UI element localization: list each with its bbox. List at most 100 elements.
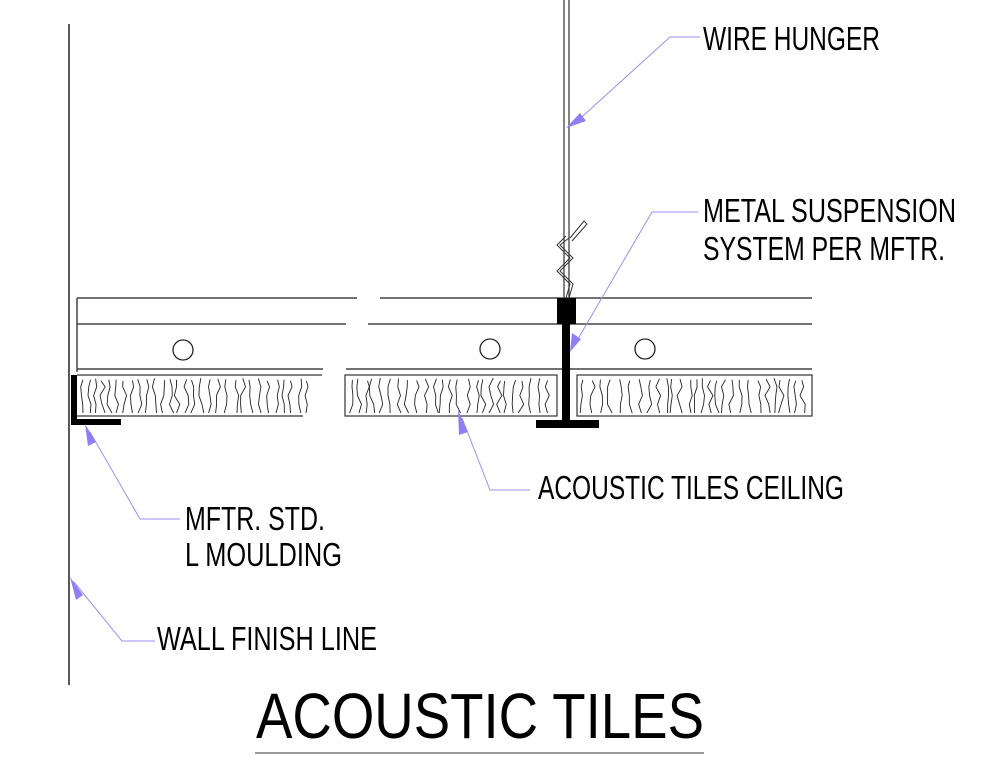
acoustic-tile xyxy=(344,374,558,417)
tile-fiber xyxy=(87,379,92,414)
l-moulding xyxy=(71,375,121,425)
label-wire-hanger: WIRE HUNGER xyxy=(703,20,880,57)
leader-tiles-ceiling xyxy=(458,410,530,491)
tile-fiber xyxy=(414,380,420,414)
tile-fiber xyxy=(240,378,246,414)
tile-fiber xyxy=(173,379,181,414)
leader-suspension xyxy=(570,211,698,352)
tile-fiber xyxy=(93,378,98,414)
acoustic-tile xyxy=(576,374,813,417)
tile-fiber xyxy=(778,379,785,414)
tile-fiber xyxy=(773,378,778,414)
tile-fiber xyxy=(122,380,128,414)
label-moulding-line1: MFTR. STD. xyxy=(185,500,325,537)
tile-fiber xyxy=(599,379,603,414)
tile-fiber xyxy=(747,379,752,414)
tile-fiber xyxy=(160,380,165,414)
tile-fiber xyxy=(706,380,714,414)
tile-fiber xyxy=(676,378,683,414)
tile-fiber xyxy=(137,379,143,414)
tile-fiber xyxy=(365,380,370,414)
tile-fiber xyxy=(757,380,762,414)
tile-fiber xyxy=(130,380,135,414)
tile-fiber xyxy=(223,379,228,414)
tile-fiber xyxy=(298,378,303,414)
tile-fiber xyxy=(169,379,175,414)
tile-fiber xyxy=(476,380,480,414)
tile-fiber xyxy=(304,380,309,414)
acoustic-tile xyxy=(77,374,322,417)
tile-fiber xyxy=(669,379,673,414)
suspension-channel xyxy=(76,297,812,372)
tile-fiber xyxy=(721,379,726,414)
tile-fiber xyxy=(666,378,669,414)
tile-fiber xyxy=(234,380,240,414)
tile-fiber xyxy=(688,379,693,414)
tile-fiber xyxy=(287,380,293,414)
tile-fiber xyxy=(114,379,119,414)
hanger-hole xyxy=(479,338,501,360)
label-moulding-line2: L MOULDING xyxy=(185,536,342,573)
tile-fiber xyxy=(496,380,503,414)
tile-fiber xyxy=(738,379,743,414)
tile-fiber xyxy=(378,377,384,414)
tile-fiber xyxy=(198,378,205,414)
leader-wire-hanger xyxy=(566,36,700,128)
tile-fiber xyxy=(356,378,362,414)
tile-fiber xyxy=(607,379,613,414)
tile-fiber xyxy=(764,378,771,414)
label-suspension-line1: METAL SUSPENSION xyxy=(703,192,956,229)
drawing-title: ACOUSTIC TILES xyxy=(256,680,704,752)
tile-fiber xyxy=(257,378,262,414)
tile-fiber xyxy=(447,379,453,414)
tile-fiber xyxy=(438,379,444,414)
tile-fiber xyxy=(480,379,487,414)
tile-fiber xyxy=(281,379,285,414)
tile-fiber xyxy=(368,378,376,414)
leader-wall-finish xyxy=(70,577,155,642)
tile-fiber xyxy=(589,380,596,414)
tile-fiber xyxy=(793,380,797,414)
tile-fiber xyxy=(728,379,734,414)
tile-fiber xyxy=(528,377,532,414)
tile-fiber xyxy=(275,379,280,414)
tile-fiber xyxy=(517,380,525,414)
tile-fiber xyxy=(99,380,106,414)
tile-fiber xyxy=(693,379,698,414)
tile-fiber xyxy=(349,379,354,414)
hanger-hole xyxy=(172,339,194,361)
tile-fiber xyxy=(503,380,507,414)
label-suspension-line2: SYSTEM PER MFTR. xyxy=(703,230,945,267)
tile-fiber xyxy=(266,380,271,414)
tile-fiber xyxy=(151,378,157,414)
tile-fiber xyxy=(387,378,391,414)
hanger-hole xyxy=(634,338,656,360)
tile-fiber xyxy=(144,379,150,414)
tile-fiber xyxy=(424,378,430,414)
tile-fiber xyxy=(215,378,221,414)
tile-fiber xyxy=(619,379,623,414)
tile-fiber xyxy=(208,379,212,414)
tile-fiber xyxy=(488,377,495,414)
tile-fiber xyxy=(396,378,402,414)
wire-hanger xyxy=(556,0,588,299)
tile-fiber xyxy=(511,379,517,414)
tile-fiber xyxy=(183,379,190,414)
tile-fiber xyxy=(646,379,653,414)
tile-fiber xyxy=(248,379,254,414)
tile-fiber xyxy=(714,380,720,414)
tile-fiber xyxy=(544,380,550,414)
leader-moulding xyxy=(85,424,180,520)
tile-fiber xyxy=(638,379,643,414)
tile-fiber xyxy=(433,378,439,414)
tile-fiber xyxy=(579,379,584,414)
tile-fiber xyxy=(403,380,410,414)
tile-fiber xyxy=(537,378,541,414)
tile-fiber xyxy=(190,379,196,414)
tile-fiber xyxy=(455,379,461,414)
tile-fiber xyxy=(655,378,662,414)
t-bar-suspension xyxy=(536,298,599,428)
tile-fiber xyxy=(80,379,84,414)
label-tiles-ceiling: ACOUSTIC TILES CEILING xyxy=(538,469,844,506)
tile-fiber xyxy=(787,378,791,414)
